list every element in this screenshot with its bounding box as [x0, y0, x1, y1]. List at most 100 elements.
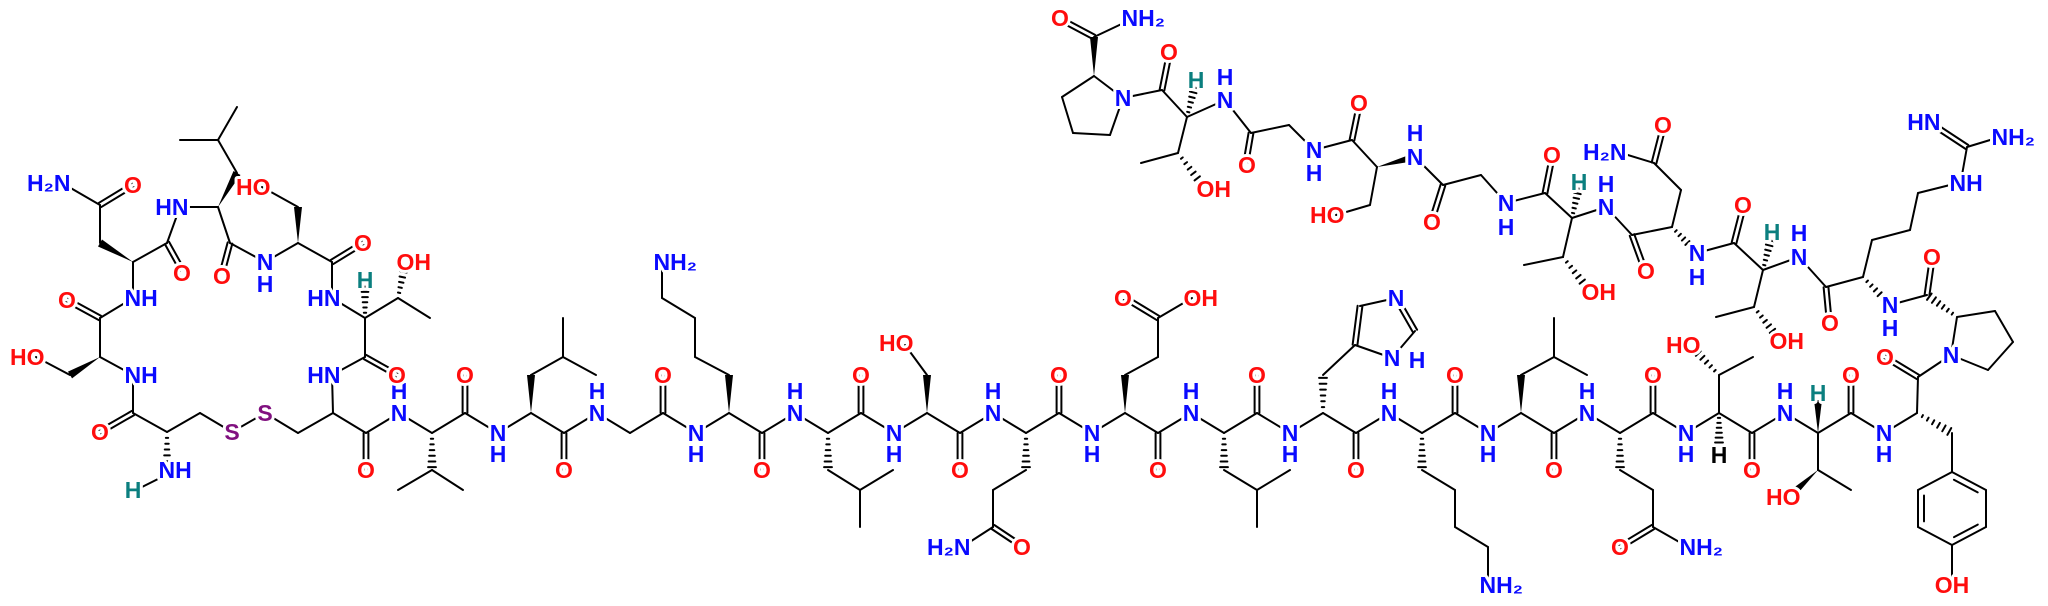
atom-label-o: O: [58, 287, 76, 313]
double-bond: [100, 186, 136, 209]
single-bond: [694, 356, 730, 376]
atom-label-h: H: [257, 271, 274, 297]
hash-bond: [1190, 170, 1197, 177]
atom-label-o: O: [354, 230, 372, 256]
atom-label-ho: HO: [1310, 202, 1345, 228]
atom-label-h2n: H₂N: [927, 534, 970, 560]
single-bond: [1956, 310, 1996, 318]
hash-bond: [1876, 291, 1883, 298]
wedge-bond: [527, 375, 535, 413]
single-bond: [297, 242, 333, 263]
hash-bond: [1189, 85, 1200, 90]
double-bond: [1929, 125, 1967, 151]
single-bond: [497, 412, 532, 434]
hash-bond: [1572, 196, 1581, 200]
atom-label-o: O: [951, 457, 969, 483]
single-bond: [1733, 242, 1764, 271]
wedge-bond: [67, 357, 100, 379]
atom-label-layer: ONHONHONHONHONHONHONHONHONHONHONHONHONHO…: [7, 2, 2038, 601]
single-bond: [199, 412, 233, 433]
atom-label-hn: HN: [1907, 109, 1940, 135]
single-bond: [1161, 89, 1188, 118]
single-bond: [1288, 124, 1315, 151]
single-bond: [1871, 229, 1911, 241]
hash-bond: [1573, 186, 1584, 191]
single-bond: [229, 242, 266, 263]
single-bond: [1421, 469, 1456, 491]
atom-label-o: O: [654, 362, 672, 388]
single-bond: [332, 412, 367, 434]
double-bond: [1348, 104, 1358, 141]
hash-bond: [1946, 427, 1953, 436]
atom-label-nh: NH: [159, 457, 192, 483]
atom-label-h: H: [1217, 64, 1234, 90]
single-bond: [1109, 97, 1124, 136]
atom-label-nh2: NH₂: [1122, 5, 1165, 31]
single-bond: [1025, 412, 1060, 434]
double-bond: [1163, 54, 1173, 92]
hash-bond: [1945, 307, 1950, 313]
double-bond: [163, 243, 181, 273]
single-bond: [1223, 412, 1258, 434]
hash-bond: [1188, 95, 1196, 99]
hash-bond: [1703, 359, 1710, 365]
double-bond: [1730, 206, 1742, 244]
atom-label-o: O: [1923, 244, 1941, 270]
atom-label-h: H: [357, 267, 374, 293]
single-bond: [1313, 139, 1353, 151]
atom-label-h: H: [1598, 171, 1615, 197]
single-bond: [1454, 412, 1489, 434]
single-bond: [398, 412, 433, 434]
atom-label-nh: NH: [125, 285, 158, 311]
double-bond: [1247, 132, 1255, 164]
hash-bond: [1884, 299, 1892, 307]
double-bond: [1633, 233, 1648, 269]
atom-label-o: O: [1013, 534, 1031, 560]
atom-label-h: H: [985, 378, 1002, 404]
single-bond: [139, 477, 161, 489]
single-bond: [1520, 412, 1555, 434]
hash-bond: [1713, 368, 1717, 373]
atom-label-hn: HN: [155, 194, 188, 220]
single-bond: [1762, 256, 1800, 271]
single-bond: [904, 344, 928, 376]
single-bond: [364, 297, 399, 319]
single-bond: [1798, 256, 1827, 288]
hash-bond: [1680, 236, 1687, 242]
wedge-bond: [218, 171, 241, 207]
single-bond: [264, 242, 299, 263]
single-bond: [1553, 356, 1588, 376]
hash-bond: [1573, 191, 1582, 196]
double-bond: [1620, 528, 1656, 551]
single-bond: [1250, 124, 1290, 134]
atom-label-o: O: [124, 172, 142, 198]
single-bond: [893, 412, 928, 434]
hash-bond: [1578, 278, 1586, 285]
single-bond: [217, 206, 231, 244]
atom-label-h: H: [1764, 219, 1781, 245]
atom-label-n: N: [257, 249, 274, 275]
single-bond: [859, 469, 894, 491]
single-bond: [1480, 174, 1507, 204]
atom-label-o: O: [1114, 285, 1132, 311]
single-bond: [1917, 354, 1952, 378]
hash-bond: [1564, 260, 1569, 264]
double-bond: [1827, 285, 1833, 320]
hash-bond: [1193, 175, 1201, 182]
single-bond: [1951, 471, 1987, 491]
hash-bond: [399, 270, 408, 274]
double-bond: [168, 240, 186, 270]
single-bond: [1359, 297, 1397, 307]
single-bond: [35, 356, 71, 376]
hash-bond: [398, 275, 407, 279]
single-bond: [365, 412, 400, 434]
single-bond: [1951, 526, 1987, 546]
single-bond: [1520, 356, 1555, 376]
single-bond: [1562, 217, 1573, 258]
single-bond: [562, 356, 597, 376]
hash-bond: [1677, 232, 1682, 238]
atom-label-n: N: [589, 400, 606, 426]
atom-label-hn: HN: [307, 362, 340, 388]
atom-label-s: S: [224, 419, 239, 445]
single-bond: [1994, 310, 2014, 343]
